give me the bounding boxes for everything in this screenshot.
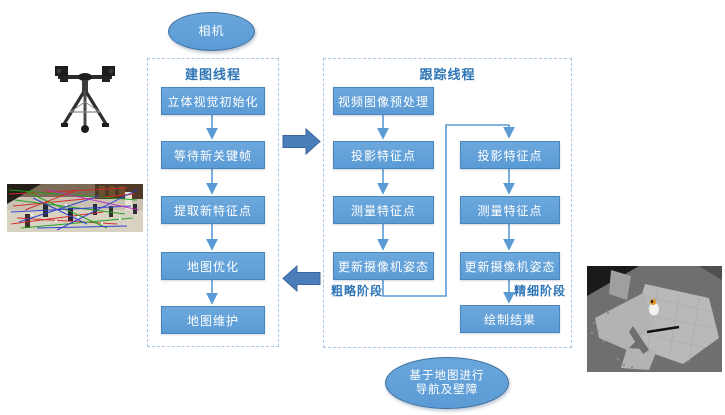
feature-matching-scene-photo — [7, 184, 143, 232]
box-measure-features-fine: 测量特征点 — [460, 196, 560, 224]
mapping-panel-title: 建图线程 — [184, 67, 241, 82]
box-extract-new-features: 提取新特征点 — [161, 196, 265, 224]
stereo-camera-rig-photo — [55, 66, 115, 133]
label-fine-stage: 精细阶段 — [514, 284, 567, 298]
nav-ellipse-line2: 导航及壁障 — [415, 384, 479, 396]
box-video-preprocess: 视频图像预处理 — [333, 87, 434, 115]
tracking-panel-title: 跟踪线程 — [419, 67, 476, 82]
box-update-camera-pose-coarse: 更新摄像机姿态 — [333, 252, 434, 280]
occupancy-grid-map-image — [587, 266, 722, 372]
block-arrow-right — [282, 127, 321, 156]
block-arrow-left — [282, 264, 321, 293]
box-stereo-vision-init: 立体视觉初始化 — [161, 87, 265, 115]
nav-ellipse-line1: 基于地图进行 — [409, 369, 485, 382]
mapping-thread-panel: 建图线程 — [147, 58, 279, 347]
nav-ellipse: 基于地图进行 导航及壁障 — [385, 357, 509, 409]
box-draw-result: 绘制结果 — [460, 305, 560, 333]
box-map-maintenance: 地图维护 — [161, 306, 265, 334]
box-project-features-fine: 投影特征点 — [460, 141, 560, 169]
box-update-camera-pose-fine: 更新摄像机姿态 — [460, 252, 560, 280]
box-project-features-coarse: 投影特征点 — [333, 141, 434, 169]
camera-ellipse-label: 相机 — [198, 24, 225, 38]
label-coarse-stage: 粗略阶段 — [331, 284, 384, 298]
box-map-optimization: 地图优化 — [161, 252, 265, 280]
box-wait-new-keyframe: 等待新关键帧 — [161, 141, 265, 169]
camera-ellipse: 相机 — [168, 12, 255, 51]
box-measure-features-coarse: 测量特征点 — [333, 196, 434, 224]
tracking-thread-panel: 跟踪线程 — [323, 58, 572, 348]
